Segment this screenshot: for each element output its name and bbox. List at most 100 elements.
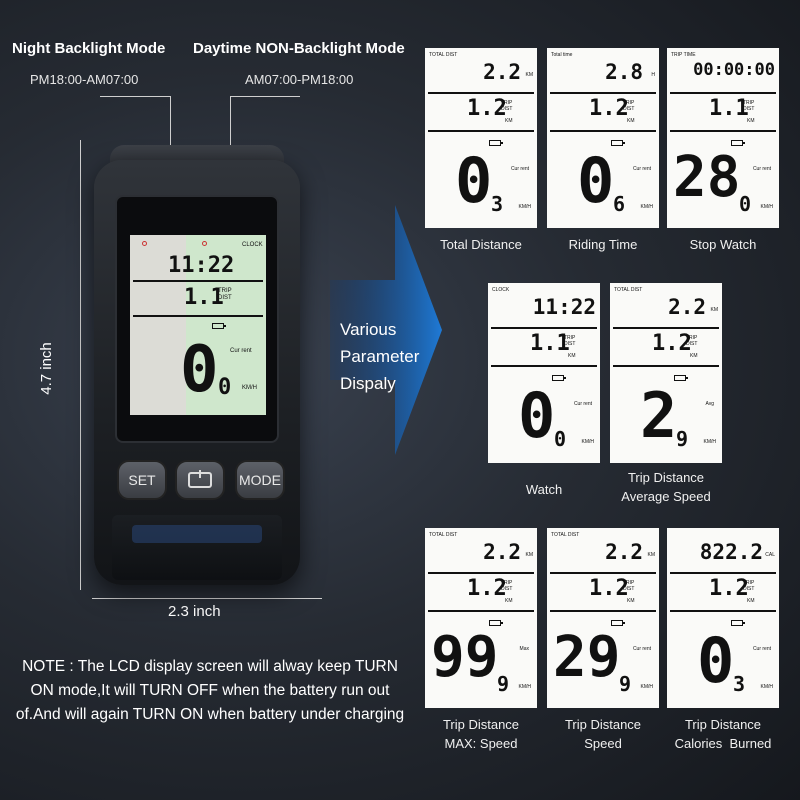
width-label: 2.3 inch xyxy=(168,603,221,620)
panel-big-value: 0 xyxy=(455,144,493,217)
arrow-right-icon xyxy=(330,205,442,455)
panel-trip-label: TRIP DIST xyxy=(501,580,513,592)
battery-icon xyxy=(489,620,503,626)
panel-decimal-value: 9 xyxy=(497,672,510,696)
power-button[interactable] xyxy=(175,460,225,500)
panel-trip-label: TRIP DIST xyxy=(623,580,635,592)
panel-top-label: Total time xyxy=(551,52,573,58)
panel-caption: Watch xyxy=(525,482,563,497)
panel-top-value: 2.8 xyxy=(605,60,643,84)
divider xyxy=(550,130,656,132)
panel-trip-label: TRIP DIST xyxy=(501,100,513,112)
panel-decimal-value: 0 xyxy=(554,427,567,451)
panel-caption: Trip Distance Speed xyxy=(564,717,642,751)
divider xyxy=(133,280,263,282)
divider xyxy=(613,327,719,329)
battery-icon xyxy=(731,140,745,146)
panel-trip-unit: KM xyxy=(690,353,698,359)
day-mode-title: Daytime NON-Backlight Mode xyxy=(193,40,405,57)
panel-trip-label: TRIP DIST xyxy=(623,100,635,112)
panel-top-value: 2.2 xyxy=(483,540,521,564)
panel-caption: Stop Watch xyxy=(689,237,757,252)
arrow-caption-2: Parameter xyxy=(340,347,420,366)
panel-speed-unit: KM/H xyxy=(640,684,654,690)
panel-speed-unit: KM/H xyxy=(703,439,717,445)
panel-trip-value: 1.1 xyxy=(530,331,570,356)
battery-icon xyxy=(552,375,566,381)
note-text: NOTE : The LCD display screen will alway… xyxy=(15,658,405,723)
night-mode-title: Night Backlight Mode xyxy=(12,40,166,57)
panel-big-value: 99 xyxy=(431,625,499,690)
arrow-caption-1: Various xyxy=(340,320,397,339)
panel-right-label: Cur rent xyxy=(573,401,592,407)
panel-big-value: 2 xyxy=(640,379,678,452)
panel-top-label: TRIP TIME xyxy=(671,52,696,58)
divider xyxy=(670,92,776,94)
divider xyxy=(491,365,597,367)
panel-trip-label: TRIP DIST xyxy=(686,335,698,347)
indicator-dot xyxy=(142,241,147,246)
panel-top-value: 2.2 xyxy=(605,540,643,564)
divider xyxy=(670,130,776,132)
panel-trip-unit: KM xyxy=(627,598,635,604)
power-icon xyxy=(188,470,212,488)
panel-trip-value: 1.2 xyxy=(467,576,507,601)
panel-trip-unit: KM xyxy=(505,598,513,604)
panel-speed-unit: KM/H xyxy=(640,204,654,210)
panel-decimal-value: 9 xyxy=(676,427,689,451)
device-lcd: CLOCK 11:22 1.1 TRIP DIST Cur rent 0 0 K… xyxy=(130,235,266,415)
panel-top-unit: KM xyxy=(710,307,719,313)
panel-caption: Total Distance xyxy=(440,237,522,252)
panel-top-unit: H xyxy=(651,72,655,78)
panel-right-label: Cur rent xyxy=(632,166,651,172)
panel-big-value: 0 xyxy=(697,624,735,697)
panel-trip-unit: KM xyxy=(568,353,576,359)
panel-speed-unit: KM/H xyxy=(581,439,595,445)
panel-caption: Trip Distance Calories Burned xyxy=(674,717,772,751)
panel-big-value: 28 xyxy=(673,145,741,210)
panel-decimal-value: 0 xyxy=(739,192,752,216)
panel-top-label: CLOCK xyxy=(492,287,510,293)
panel-trip-label: TRIP DIST xyxy=(743,100,755,112)
panel-trip-unit: KM xyxy=(627,118,635,124)
clock-time: 11:22 xyxy=(168,253,235,278)
panel-trip-label: TRIP DIST xyxy=(564,335,576,347)
panel-right-label: Avg xyxy=(705,401,714,407)
battery-icon xyxy=(489,140,503,146)
panel-top-label: TOTAL DIST xyxy=(429,532,458,538)
speed-decimal: 0 xyxy=(218,375,232,400)
clock-label: CLOCK xyxy=(242,242,263,248)
battery-icon xyxy=(611,620,625,626)
divider xyxy=(613,365,719,367)
trip-value: 1.1 xyxy=(184,285,224,310)
set-button[interactable]: SET xyxy=(117,460,167,500)
width-dimension-line xyxy=(92,598,322,599)
mode-button[interactable]: MODE xyxy=(235,460,285,500)
divider xyxy=(428,130,534,132)
divider xyxy=(428,610,534,612)
battery-icon xyxy=(611,140,625,146)
panel-decimal-value: 6 xyxy=(613,192,626,216)
panel-big-value: 29 xyxy=(553,625,621,690)
panel-trip-unit: KM xyxy=(747,118,755,124)
current-label: Cur rent xyxy=(230,348,252,354)
panel-trip-value: 1.2 xyxy=(589,576,629,601)
night-mode-time: PM18:00-AM07:00 xyxy=(30,72,139,87)
panel-right-label: Cur rent xyxy=(752,646,771,652)
divider xyxy=(428,572,534,574)
panel-decimal-value: 9 xyxy=(619,672,632,696)
indicator-dot xyxy=(202,241,207,246)
panel-top-unit: KM xyxy=(525,72,534,78)
divider xyxy=(550,92,656,94)
panel-trip-value: 1.2 xyxy=(709,576,749,601)
divider xyxy=(428,92,534,94)
divider xyxy=(670,610,776,612)
trip-label: TRIP DIST xyxy=(218,288,232,301)
panel-trip-label: TRIP DIST xyxy=(743,580,755,592)
panel-caption: Trip Distance Average Speed xyxy=(621,470,711,504)
